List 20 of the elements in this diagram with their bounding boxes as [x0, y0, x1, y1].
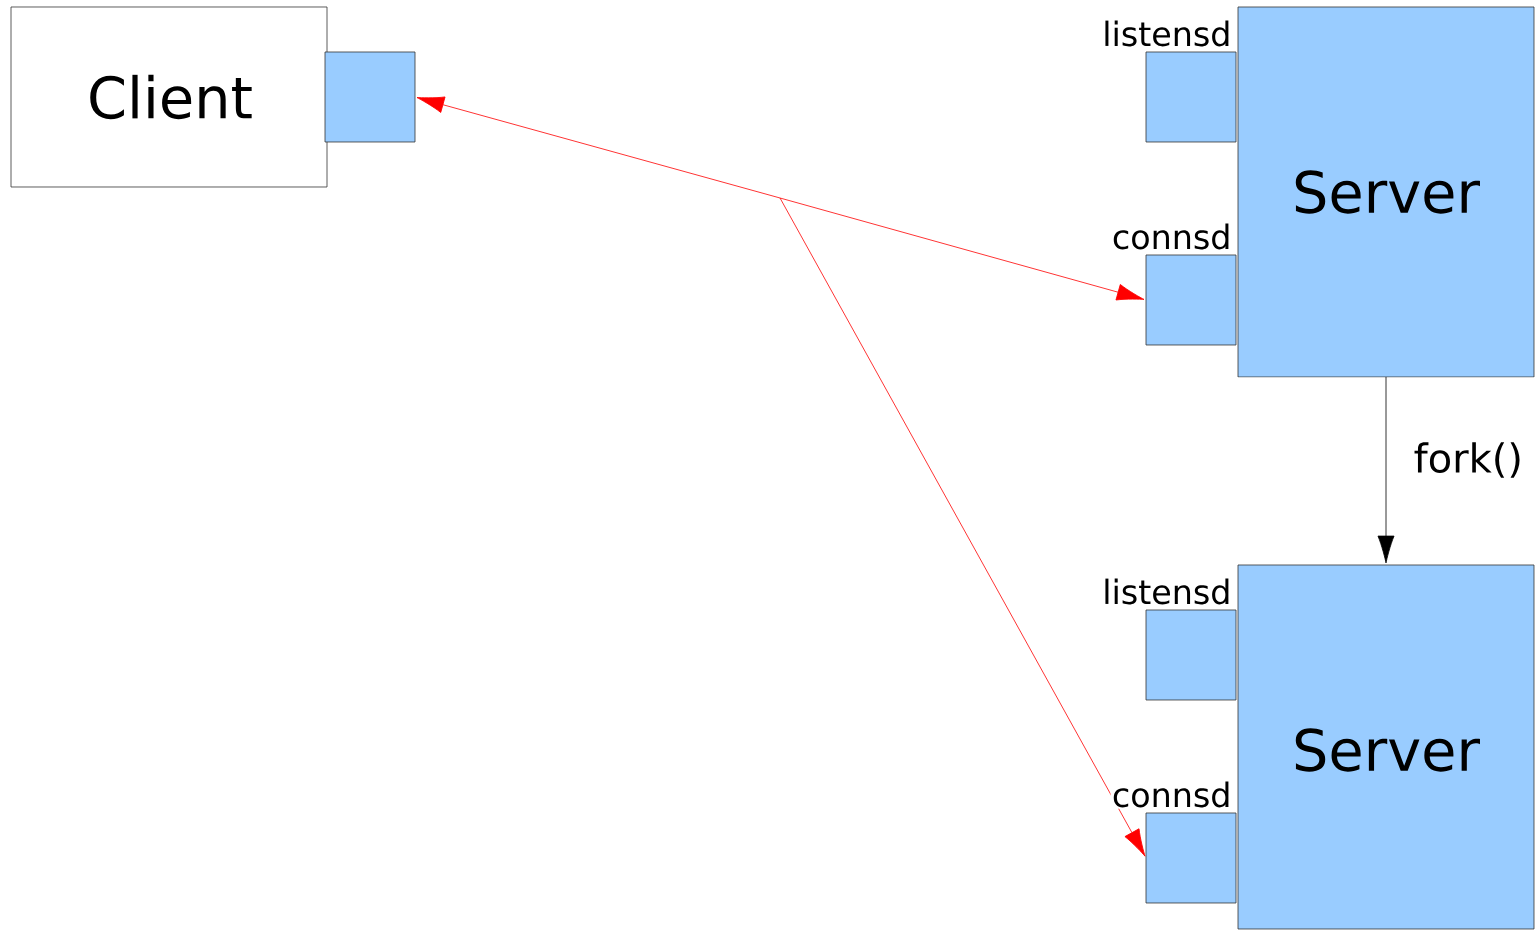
socket-box: [1145, 812, 1237, 904]
arrow: [416, 96, 781, 199]
process-box: [1237, 564, 1535, 930]
process-box: [10, 6, 328, 188]
node-label: connsd: [1110, 780, 1233, 809]
node-label: listensd: [1100, 577, 1233, 606]
arrow: [779, 197, 1145, 301]
arrow: [1377, 376, 1395, 564]
socket-box: [1145, 609, 1237, 701]
socket-box: [1145, 254, 1237, 346]
node-label: listensd: [1100, 19, 1233, 48]
process-box: [1237, 6, 1535, 378]
socket-box: [324, 51, 416, 143]
edge-label: fork(): [1412, 440, 1525, 480]
node-label: Server: [1295, 728, 1480, 772]
node-label: Server: [1295, 170, 1480, 214]
arrow: [779, 197, 1146, 857]
node-label: connsd: [1110, 222, 1233, 251]
socket-box: [1145, 51, 1237, 143]
node-label: Client: [90, 74, 252, 120]
